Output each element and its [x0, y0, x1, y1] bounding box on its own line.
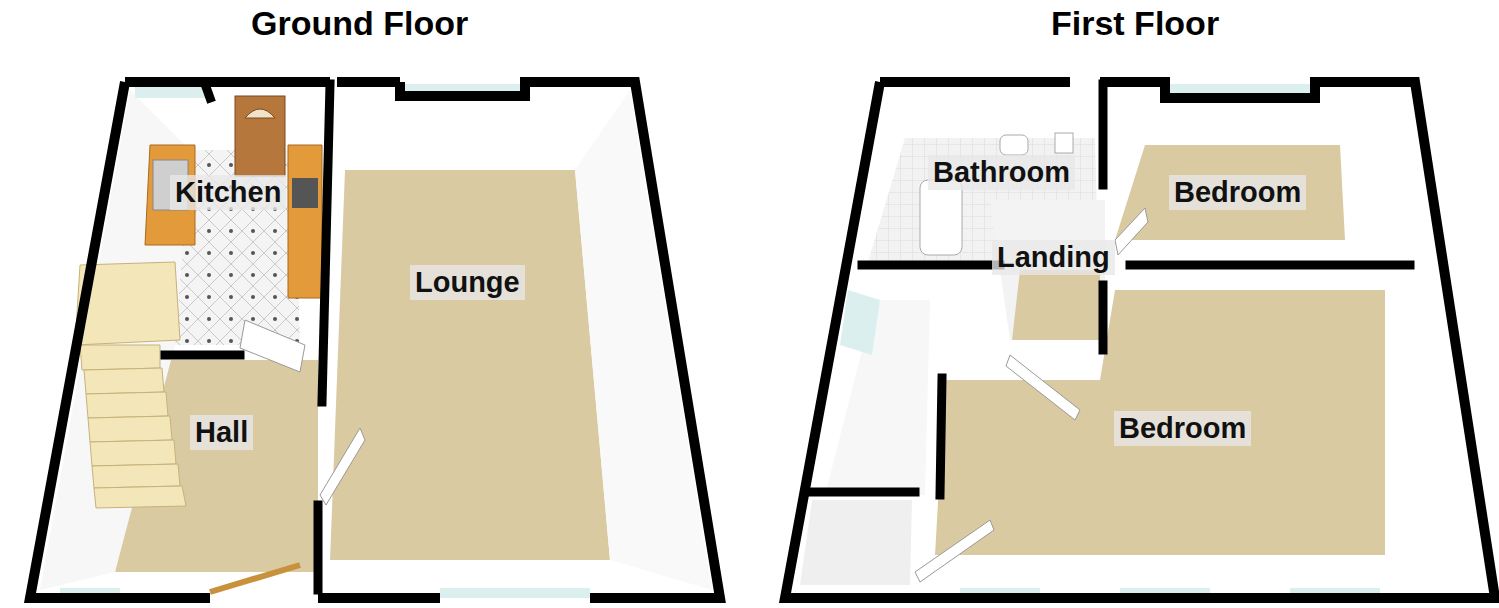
room-name: Hall — [195, 416, 248, 448]
floor-plan: Ground FloorKitchenLoungeHall — [0, 0, 745, 608]
floor-heading: First Floor — [1051, 5, 1219, 42]
room-name: Kitchen — [175, 176, 281, 208]
room-label: Kitchen — [170, 175, 286, 210]
room-label: Hall — [190, 415, 253, 450]
room-label: Bedroom — [1169, 175, 1306, 210]
room-name: Bathroom — [933, 156, 1070, 188]
room-label: Bedroom — [1114, 411, 1251, 446]
room-name: Landing — [997, 241, 1110, 273]
room-label: Lounge — [410, 265, 525, 300]
room-label: Bathroom — [928, 155, 1075, 190]
floor-plan: First FloorBathroomBedroomLandingBedroom — [750, 0, 1499, 608]
room-name: Lounge — [415, 266, 520, 298]
room-name: Bedroom — [1119, 412, 1246, 444]
room-label: Landing — [992, 240, 1115, 275]
floor-heading: Ground Floor — [251, 5, 468, 42]
room-name: Bedroom — [1174, 176, 1301, 208]
